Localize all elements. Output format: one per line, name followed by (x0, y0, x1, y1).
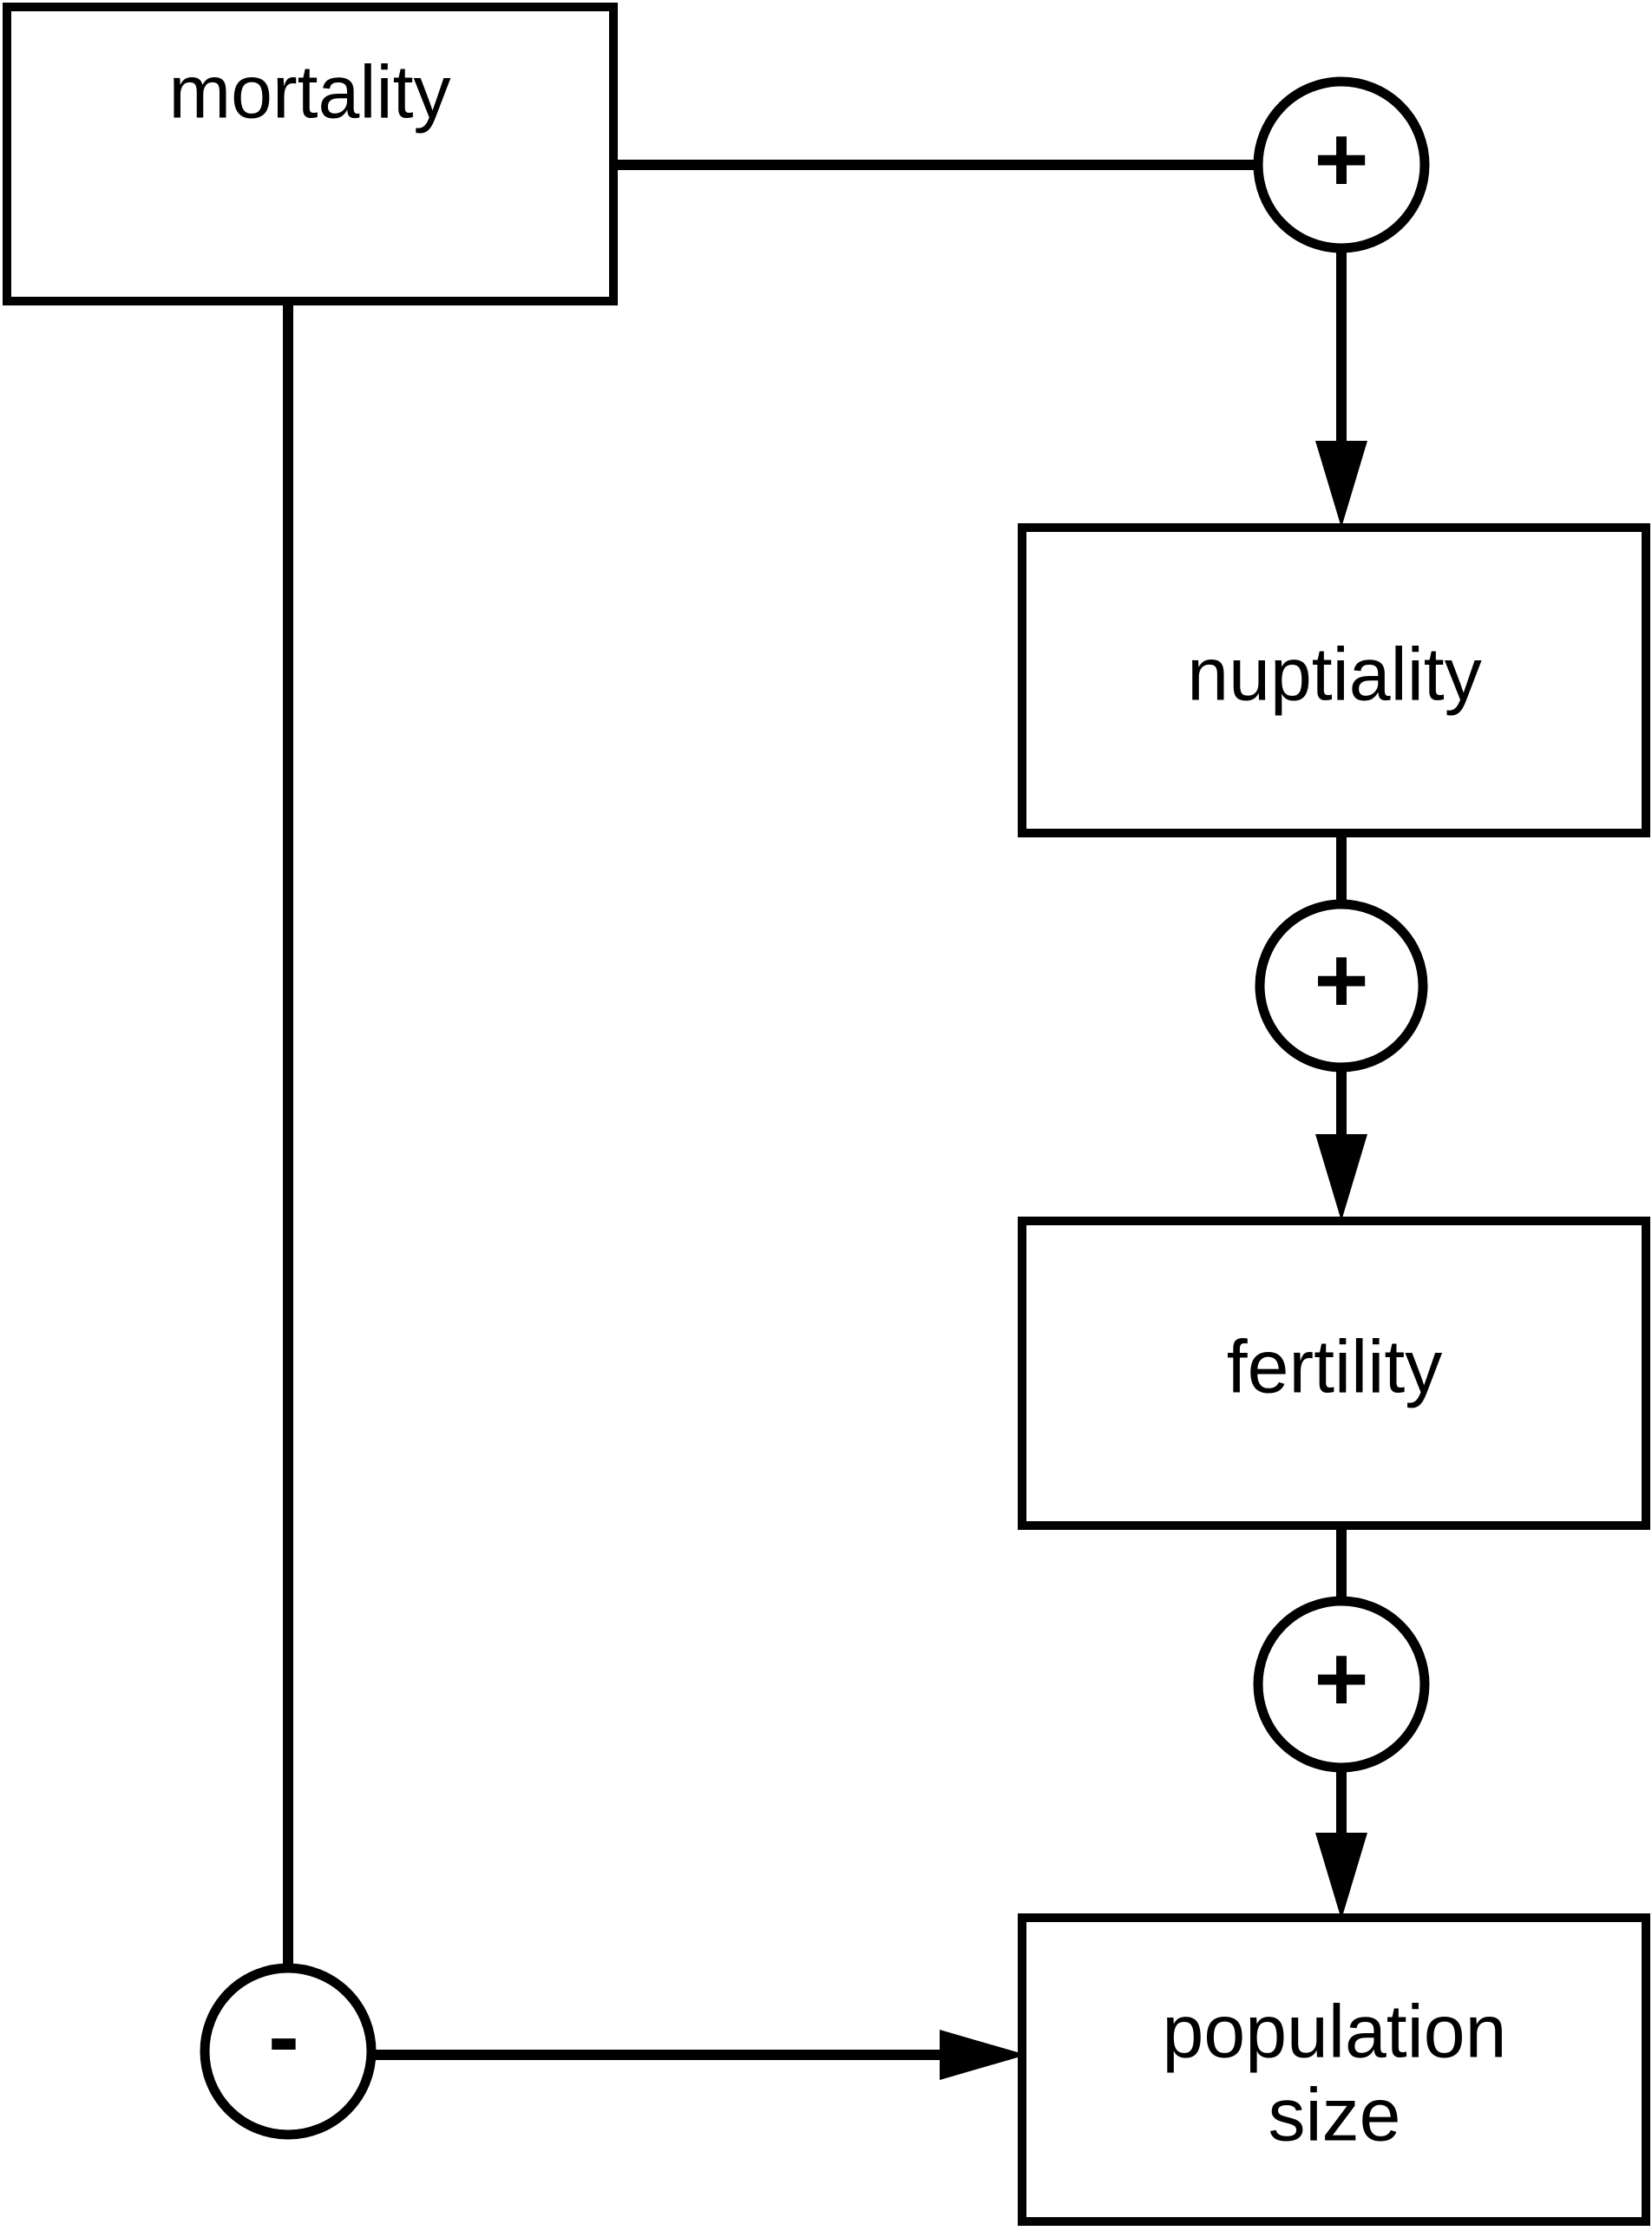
polarity-marker-plus-1[interactable] (1253, 76, 1430, 253)
arrowhead-into-nuptiality (1315, 441, 1367, 528)
node-population-size-label-line2: size (1268, 2074, 1401, 2157)
node-nuptiality-label: nuptiality (1187, 633, 1481, 717)
arrowhead-into-population-size (1315, 1833, 1367, 1919)
node-mortality[interactable] (3, 3, 618, 305)
plus-icon: + (1314, 107, 1368, 212)
minus-icon: - (268, 1984, 299, 2089)
node-mortality-label: mortality (169, 51, 451, 135)
node-fertility-label: fertility (1227, 1326, 1442, 1409)
arrowhead-into-fertility (1315, 1134, 1367, 1221)
plus-icon: + (1314, 928, 1368, 1033)
plus-icon: + (1314, 1626, 1368, 1731)
polarity-marker-plus-2[interactable] (1255, 899, 1428, 1073)
arrowhead-into-population-size-from-mortality (940, 2030, 1026, 2080)
node-fertility[interactable] (1018, 1217, 1650, 1530)
polarity-marker-minus-1[interactable] (200, 1963, 377, 2140)
polarity-marker-plus-3[interactable] (1253, 1596, 1430, 1773)
node-nuptiality[interactable] (1018, 523, 1650, 837)
node-population-size[interactable] (1018, 1913, 1650, 2226)
node-population-size-label-line1: population (1163, 1991, 1507, 2074)
